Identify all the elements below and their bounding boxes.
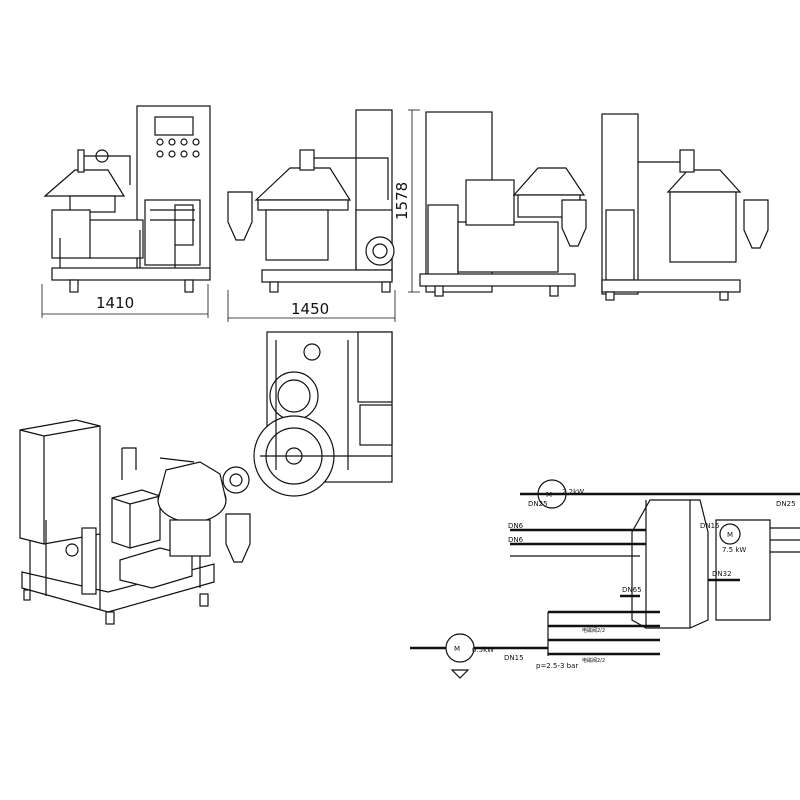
control-panel-buttons: [156, 138, 200, 158]
legend-note-1: 电磁阀2/2: [582, 627, 605, 634]
rear-view: 1578: [393, 109, 587, 297]
svg-text:M: M: [727, 531, 733, 539]
legend-note-2: 电磁阀2/2: [582, 657, 605, 664]
dimension-width-side: 1450: [291, 300, 329, 318]
pump-label: 0.5kW: [472, 646, 494, 654]
motor-1-label: 2.2kW: [562, 488, 584, 496]
side-view: 1450: [227, 109, 396, 322]
pipe-label-dn65: DN65: [622, 586, 642, 594]
motor-2-symbol: [719, 523, 741, 545]
pipe-label-dn6-a: DN6: [508, 522, 524, 530]
end-view: [601, 113, 769, 301]
pipe-label-dn25-left: DN25: [528, 500, 548, 508]
pump-symbol: [445, 633, 475, 663]
dimension-width-front: 1410: [96, 294, 134, 312]
dimension-height: 1578: [393, 182, 411, 220]
pump-pipe-label: DN15: [504, 654, 524, 662]
pipe-label-dn32: DN32: [712, 570, 732, 578]
svg-text:M: M: [454, 645, 460, 653]
pump-pressure-label: p=2.5-3 bar: [536, 662, 578, 670]
motor-2-label: 7.5 kW: [722, 546, 746, 554]
front-view: 1410: [41, 105, 211, 318]
pipe-label-dn25-right: DN25: [776, 500, 796, 508]
pipe-label-dn15-top: DN15: [700, 522, 720, 530]
pipe-label-dn6-b: DN6: [508, 536, 524, 544]
top-view: [222, 331, 393, 497]
isometric-view: [19, 419, 251, 625]
piping-schematic: M 7.5 kW M 2.2kW DN25 DN25 DN6 DN6 DN15 …: [410, 479, 800, 679]
